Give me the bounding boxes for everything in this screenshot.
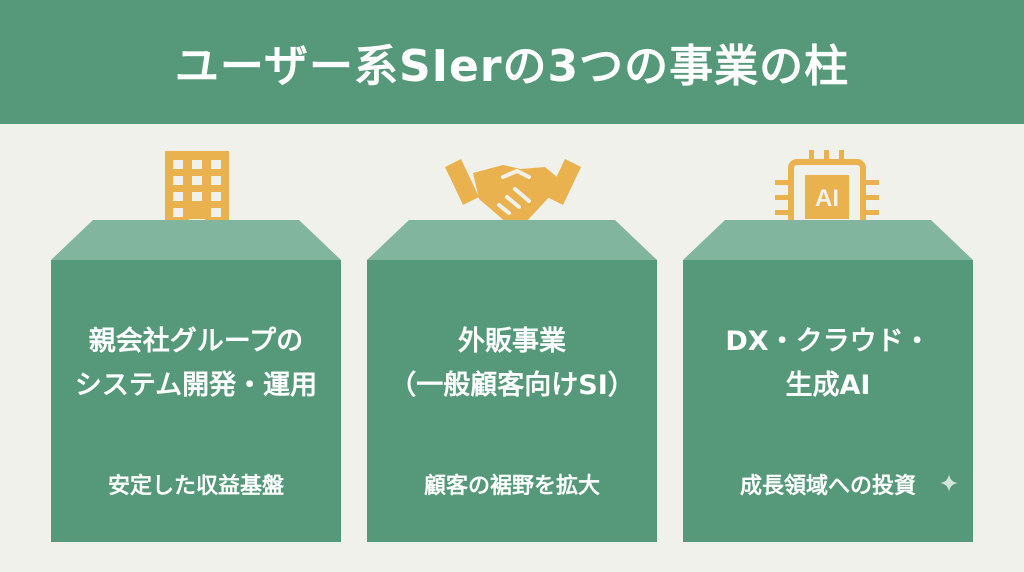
pillar-dx-cloud-ai: DX・クラウド・ 生成AI 成長領域への投資 [683, 220, 973, 542]
ai-chip-icon: AI [775, 150, 879, 248]
pillar-label: DX・クラウド・ 生成AI [683, 320, 973, 408]
title-banner: ユーザー系SIerの3つの事業の柱 [0, 0, 1024, 124]
pillar-cap [683, 220, 973, 260]
pillar-body [51, 260, 341, 542]
pillar-label-line: 親会社グループの [88, 326, 304, 357]
pillar-label-line: 生成AI [785, 370, 871, 401]
pillar-label-line: 外販事業 [458, 326, 566, 357]
pillar-cap [51, 220, 341, 260]
pillar-cap [367, 220, 657, 260]
page-title: ユーザー系SIerの3つの事業の柱 [174, 41, 850, 92]
pillar-subtext: 顧客の裾野を拡大 [423, 474, 600, 499]
pillar-label-line: システム開発・運用 [74, 370, 318, 401]
pillar-subtext: 成長領域への投資 [739, 474, 916, 499]
pillar-label-line: DX・クラウド・ [725, 326, 931, 357]
pillar-label: 親会社グループの システム開発・運用 [51, 320, 341, 408]
pillar-body [683, 260, 973, 542]
ai-chip-label: AI [815, 185, 839, 212]
pillar-label-line: （一般顧客向けSI） [389, 370, 635, 401]
pillar-label: 外販事業 （一般顧客向けSI） [367, 320, 657, 408]
pillar-group-systems: 親会社グループの システム開発・運用 安定した収益基盤 [51, 220, 341, 542]
pillar-subtext: 安定した収益基盤 [107, 474, 284, 499]
pillar-external-sales: 外販事業 （一般顧客向けSI） 顧客の裾野を拡大 [367, 220, 657, 542]
pillar-body [367, 260, 657, 542]
handshake-icon [445, 153, 581, 239]
sparkle-icon [940, 474, 958, 496]
